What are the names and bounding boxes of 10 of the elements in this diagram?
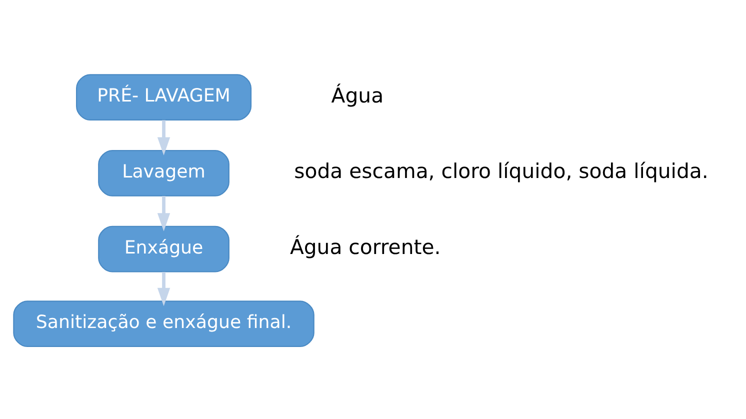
node-box: Lavagem: [98, 149, 230, 196]
arrow: [157, 271, 170, 306]
arrow: [157, 196, 170, 231]
node-label: soda escama, cloro líquido, soda líquida.: [294, 158, 708, 183]
arrow: [157, 120, 170, 155]
node-box: Enxágue: [98, 225, 230, 272]
node-box: Sanitização e enxágue final.: [13, 300, 314, 347]
node-box: PRÉ- LAVAGEM: [76, 74, 252, 120]
node-label: Água: [331, 82, 384, 107]
node-label: Água corrente.: [290, 234, 441, 259]
